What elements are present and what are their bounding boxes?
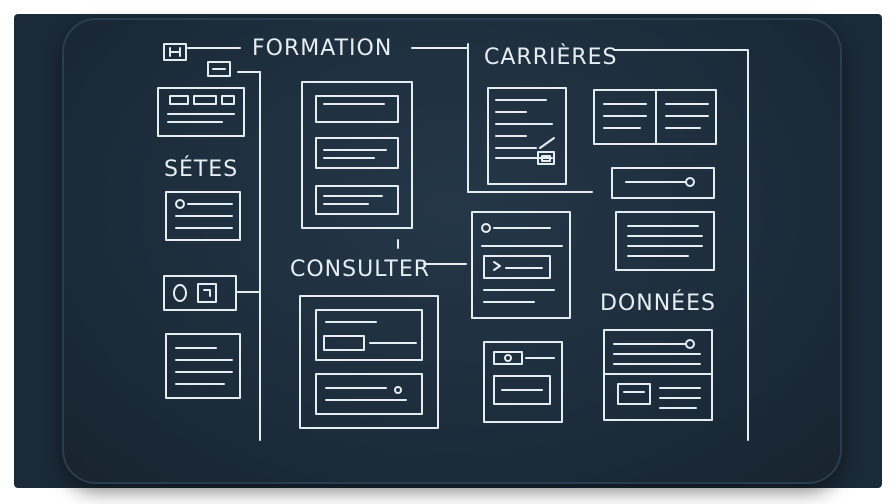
data-card — [603, 329, 713, 421]
tiny-icon-group — [163, 43, 231, 77]
left-middle-card — [165, 191, 241, 241]
setes-heading: SÉTES — [164, 156, 238, 182]
form-card — [471, 211, 571, 319]
small-input-card — [483, 341, 563, 423]
left-icon-row — [163, 275, 261, 311]
centre-tall-card — [301, 81, 413, 229]
donnees-heading: DONNÉES — [600, 290, 716, 316]
formation-heading: FORMATION — [252, 36, 392, 61]
consulter-heading: CONSULTER — [290, 257, 430, 282]
carrieres-heading: CARRIÈRES — [484, 44, 618, 70]
chalkboard-frame — [14, 14, 882, 488]
small-card-icon — [207, 61, 231, 77]
text-card — [615, 211, 715, 271]
pill-card — [611, 167, 715, 199]
carrieres-outline — [613, 49, 749, 441]
left-bottom-card — [165, 333, 241, 399]
centre-bottom-card — [299, 295, 439, 429]
left-top-card — [157, 87, 245, 137]
split-panel-card — [593, 89, 717, 145]
small-window-icon — [163, 43, 187, 61]
document-card — [487, 87, 567, 185]
